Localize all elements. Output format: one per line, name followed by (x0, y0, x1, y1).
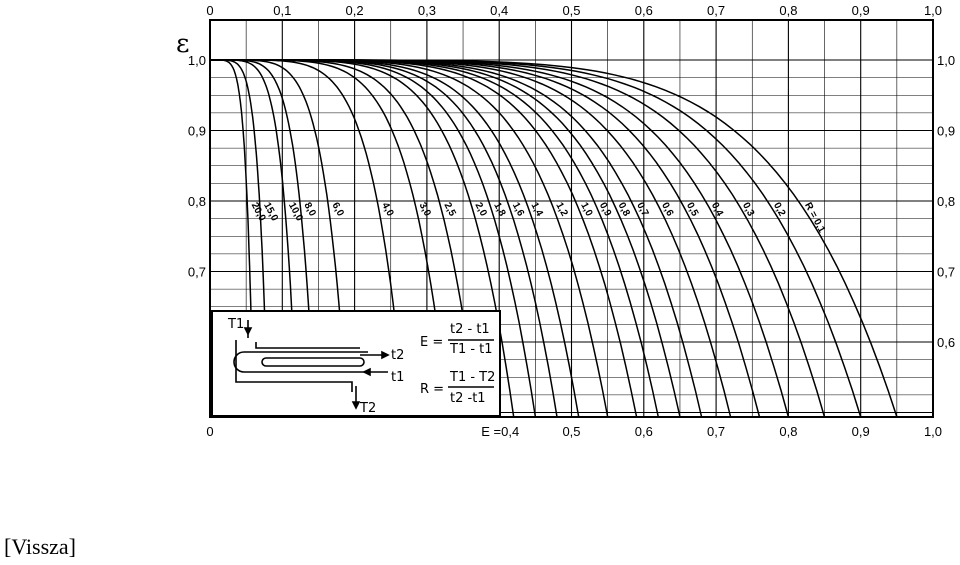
series-label: 0,2 (771, 201, 787, 219)
inset-label-t2: t2 (391, 348, 404, 363)
exchanger-diagram (233, 320, 390, 410)
chart-series-group (210, 59, 898, 418)
x-tick-bottom: 0,7 (707, 424, 725, 439)
inset-label-T2: T2 (359, 401, 376, 416)
series-label: 0,6 (659, 201, 675, 219)
series-label: 4,0 (379, 201, 395, 219)
x-tick-top: 0,1 (273, 3, 291, 18)
y-tick-right: 0,7 (937, 265, 955, 280)
formula-E-numerator: t2 - t1 (450, 322, 490, 337)
x-tick-top: 0,4 (490, 3, 508, 18)
x-tick-top: 0,9 (852, 3, 870, 18)
inset-label-t1: t1 (391, 370, 404, 385)
series-label: 0,5 (684, 201, 700, 219)
y-tick-left: 1,0 (188, 53, 206, 68)
y-tick-left: 0,8 (188, 194, 206, 209)
formula-R-numerator: T1 - T2 (449, 370, 495, 385)
efficiency-chart: R = 0,10,20,30,40,50,60,70,80,91,01,21,4… (176, 3, 955, 439)
series-label: R = 0,1 (802, 201, 827, 235)
x-tick-top: 0,3 (418, 3, 436, 18)
x-tick-top: 1,0 (924, 3, 942, 18)
series-label: 2,5 (441, 201, 457, 219)
x-tick-top: 0,8 (779, 3, 797, 18)
x-tick-bottom: E =0,4 (481, 424, 519, 439)
x-tick-bottom: 0,6 (635, 424, 653, 439)
x-tick-top: 0,6 (635, 3, 653, 18)
x-tick-top: 0,2 (346, 3, 364, 18)
formula-R-denominator: t2 -t1 (450, 391, 486, 406)
y-tick-left: 0,9 (188, 124, 206, 139)
series-label: 0,8 (616, 201, 632, 219)
series-curve (210, 59, 255, 418)
x-tick-bottom: 1,0 (924, 424, 942, 439)
x-tick-bottom: 0,8 (779, 424, 797, 439)
y-tick-right: 0,9 (937, 124, 955, 139)
series-label: 3,0 (417, 201, 433, 219)
series-labels-group: R = 0,10,20,30,40,50,60,70,80,91,01,21,4… (249, 201, 828, 235)
inset-label-T1: T1 (227, 317, 244, 332)
series-label: 0,3 (740, 201, 756, 219)
back-link[interactable]: [Vissza] (4, 534, 76, 559)
y-tick-right: 0,8 (937, 194, 955, 209)
formula-R-label: R = (420, 382, 444, 397)
series-label: 0,9 (597, 201, 613, 219)
x-tick-top: 0 (206, 3, 213, 18)
x-tick-bottom: 0,9 (852, 424, 870, 439)
x-tick-bottom: 0,5 (562, 424, 580, 439)
series-label: 0,7 (634, 201, 650, 219)
exchanger-schematic-inset: T1 T2 t2 t1 E = t2 - t1 T1 - t1 R = T1 -… (211, 310, 501, 417)
formula-E-denominator: T1 - t1 (449, 342, 493, 357)
y-axis-symbol: ε (176, 29, 189, 59)
x-tick-top: 0,5 (562, 3, 580, 18)
y-tick-left: 0,7 (188, 265, 206, 280)
series-label: 0,4 (709, 201, 725, 219)
x-tick-top: 0,7 (707, 3, 725, 18)
y-tick-right: 1,0 (937, 53, 955, 68)
x-tick-bottom: 0 (206, 424, 213, 439)
series-label: 6,0 (330, 201, 346, 219)
y-tick-right: 0,6 (937, 335, 955, 350)
formula-E-label: E = (420, 335, 443, 350)
